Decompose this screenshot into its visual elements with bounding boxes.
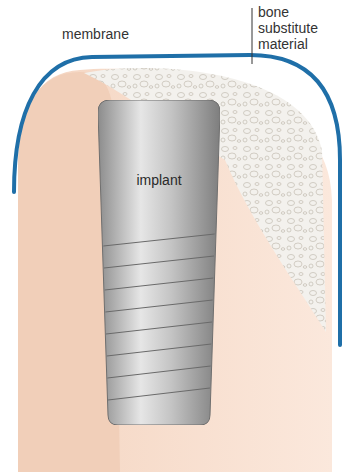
screw-thread bbox=[105, 300, 212, 312]
material-label: bone substitute material bbox=[258, 4, 351, 52]
screw-thread bbox=[107, 366, 210, 378]
screw-thread bbox=[108, 388, 210, 400]
screw-thread bbox=[107, 344, 212, 356]
implant-outline bbox=[98, 100, 220, 425]
implant-body: implant bbox=[98, 100, 220, 425]
gum-tissue bbox=[18, 69, 332, 472]
membrane-label: membrane bbox=[62, 26, 142, 42]
screw-thread bbox=[104, 256, 214, 268]
screw-thread bbox=[105, 278, 214, 290]
leader-line bbox=[252, 8, 253, 64]
implant-label: implant bbox=[98, 172, 220, 188]
screw-thread bbox=[103, 234, 214, 246]
screw-thread bbox=[106, 322, 212, 334]
implant-shape bbox=[98, 100, 220, 425]
